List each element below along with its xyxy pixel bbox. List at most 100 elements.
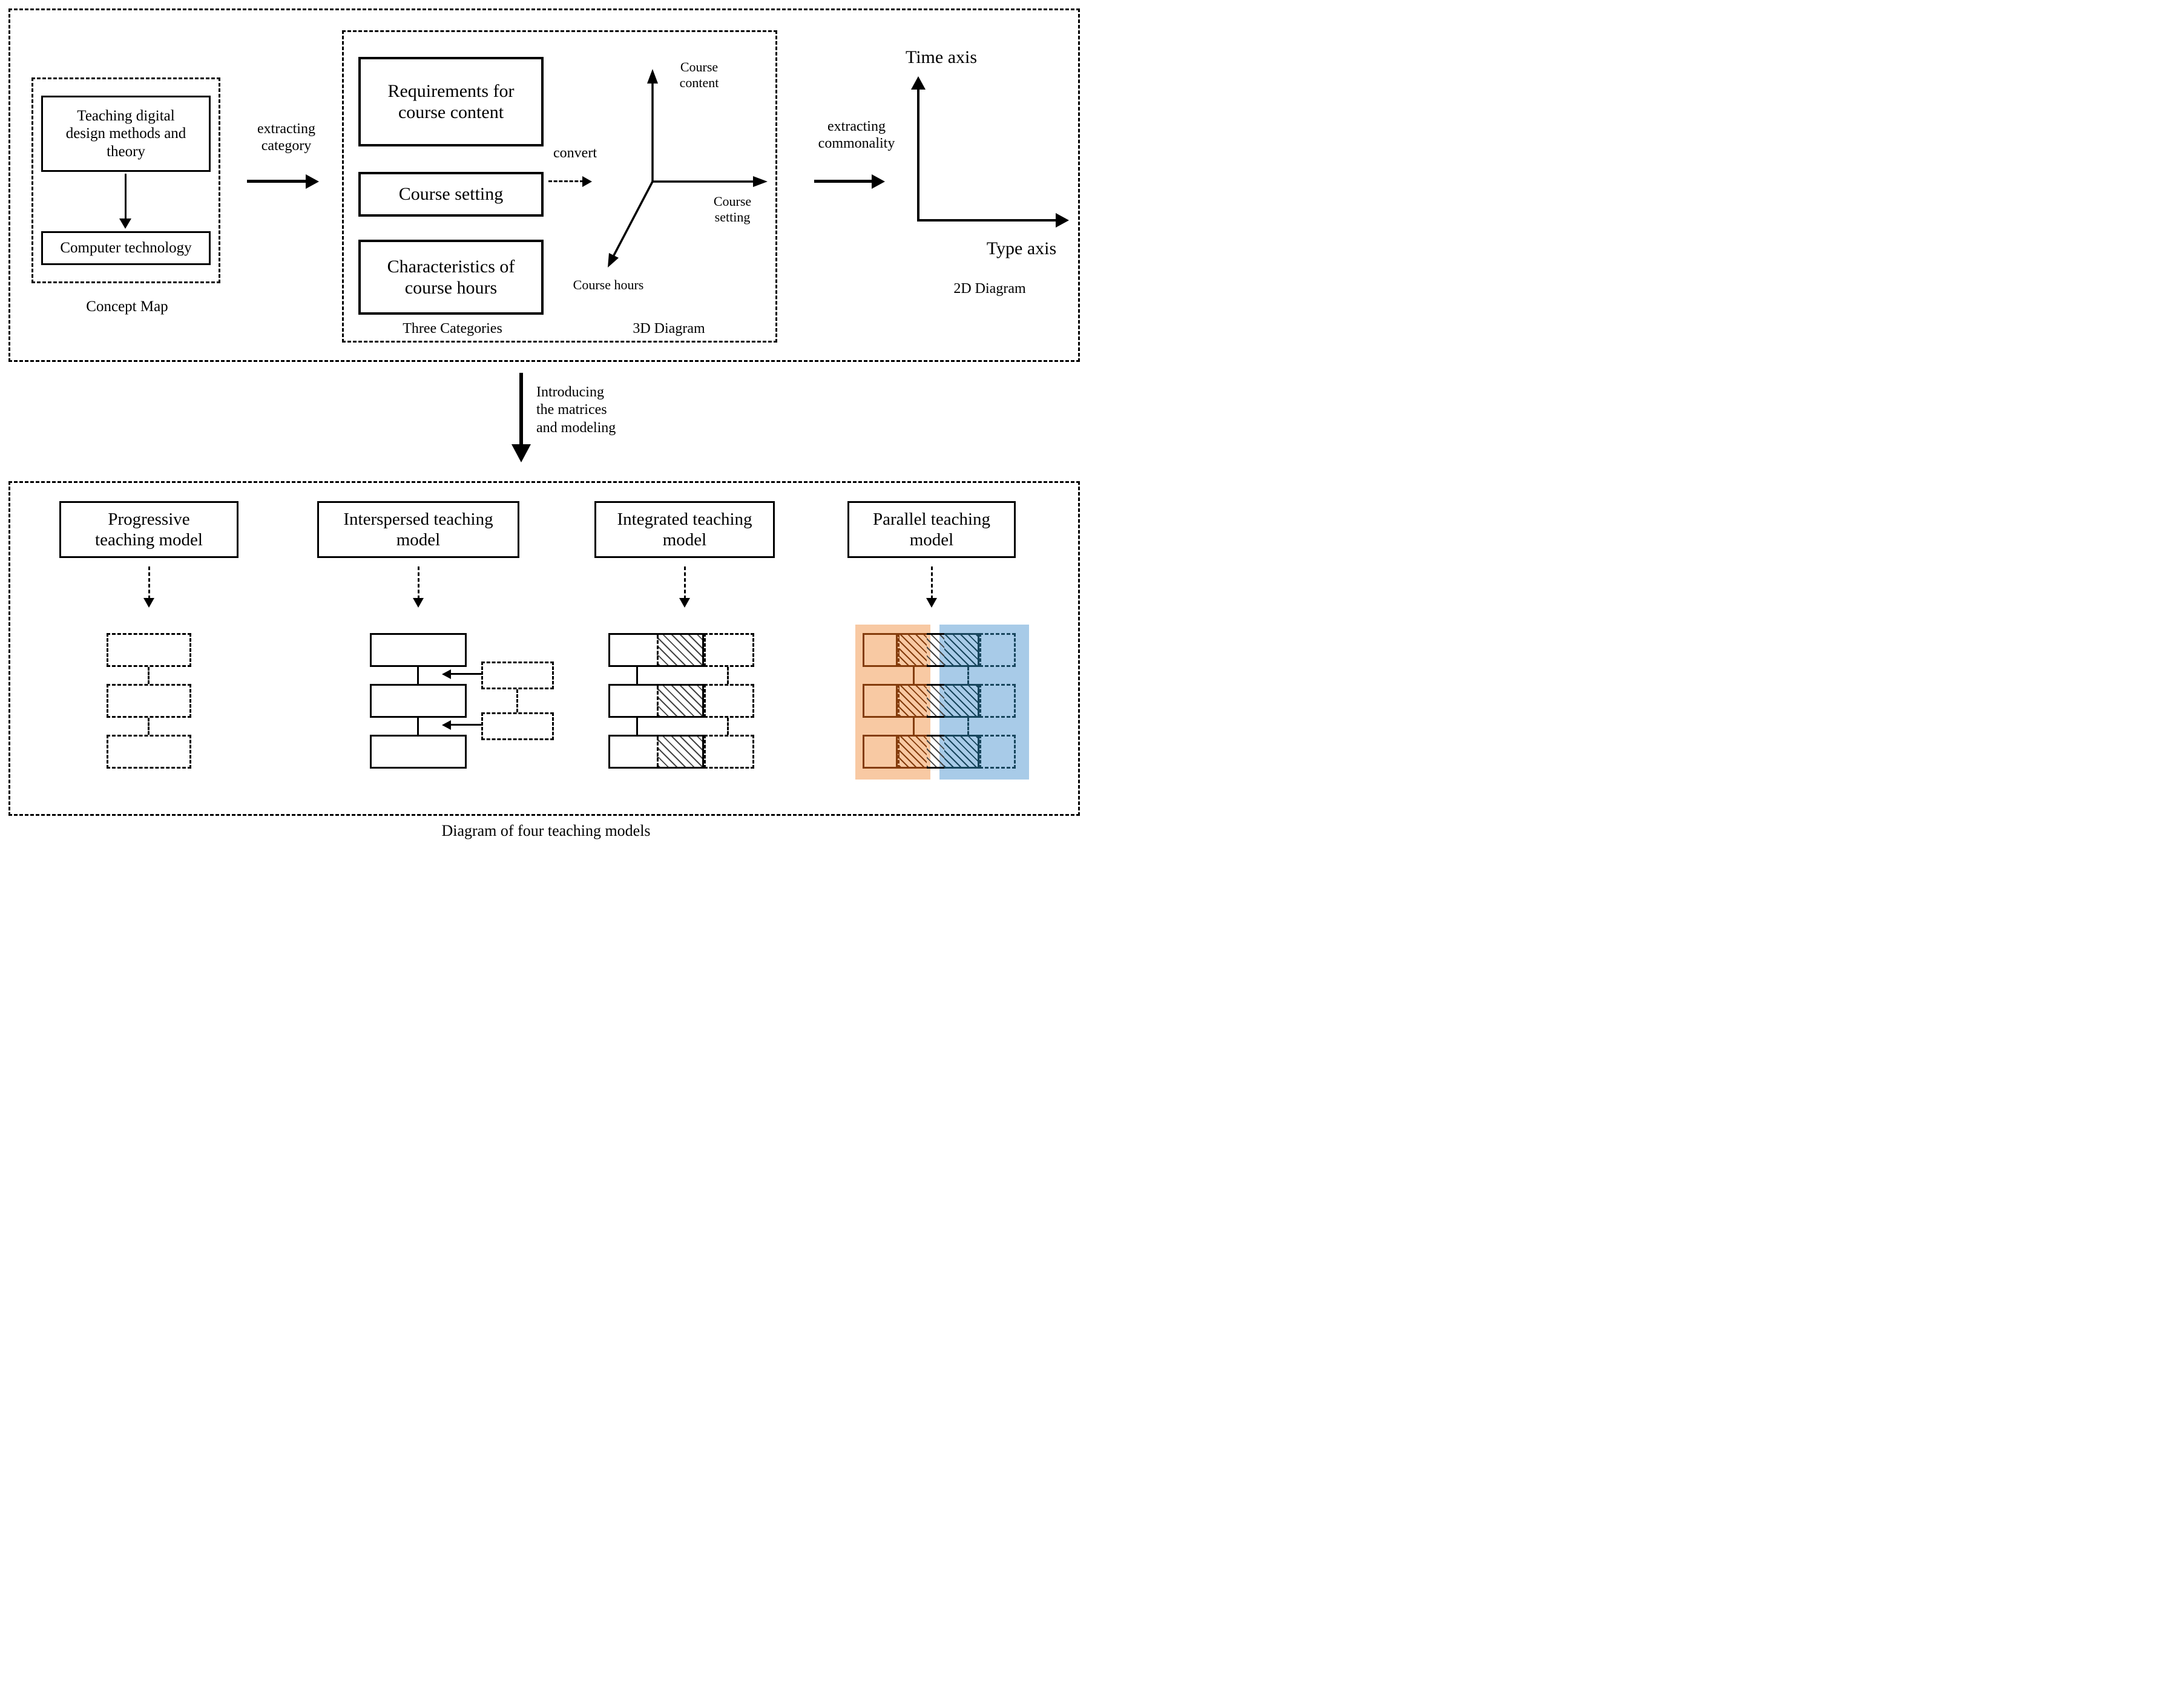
course-hours-box-label: Characteristics of course hours (387, 256, 515, 298)
convert-arrow-line (548, 180, 584, 182)
figure-canvas: Teaching digital design methods and theo… (0, 0, 1092, 847)
parallel-blue-connector (967, 718, 969, 735)
interspersed-left-arrow-line (450, 673, 481, 675)
requirements-box: Requirements for course content (358, 57, 544, 146)
interspersed-dashed-arrow-head-icon (413, 598, 424, 608)
axis-3d-up-label: Course content (679, 59, 719, 90)
parallel-mid-hatch (927, 684, 944, 718)
axis-2d-horizontal-label: Type axis (986, 238, 1057, 258)
integrated-dashed-arrow-head-icon (679, 598, 690, 608)
extract-category-arrow-head-icon (306, 174, 319, 189)
integrated-connector-dashed (727, 718, 729, 735)
concept-box-theory-label: Teaching digital design methods and theo… (65, 107, 186, 160)
progressive-step-box (107, 684, 191, 718)
integrated-dashed-arrow-line (684, 566, 686, 599)
concept-box-computer: Computer technology (41, 231, 211, 265)
extract-category-label: extracting category (257, 121, 315, 154)
parallel-brown-hatch (898, 735, 927, 769)
parallel-brown-connector (913, 718, 915, 735)
integrated-connector-solid (636, 718, 638, 735)
model-title-integrated-label: Integrated teaching model (617, 509, 752, 550)
interspersed-connector (417, 667, 419, 684)
course-setting-box: Course setting (358, 172, 544, 217)
diagram-2d-label: 2D Diagram (953, 281, 1026, 297)
progressive-connector (148, 667, 150, 684)
concept-box-computer-label: Computer technology (60, 240, 192, 257)
parallel-brown-hatch (898, 633, 927, 667)
model-title-interspersed: Interspersed teaching model (317, 501, 519, 558)
extract-commonality-arrow-line (814, 180, 873, 183)
progressive-step-box (107, 633, 191, 667)
interspersed-side-box (481, 712, 554, 740)
three-categories-frame (342, 30, 777, 343)
progressive-connector (148, 718, 150, 735)
transition-arrow-head-icon (511, 444, 531, 462)
integrated-hatch (657, 737, 702, 767)
integrated-hatch (657, 635, 702, 665)
axis-2d-vertical-line (917, 88, 919, 222)
integrated-dashed-box (704, 735, 754, 769)
concept-arrow-head-icon (119, 218, 131, 229)
parallel-blue-dashed-box (979, 684, 1016, 718)
parallel-brown-box (863, 633, 898, 667)
progressive-step-box (107, 735, 191, 769)
interspersed-side-box (481, 662, 554, 689)
progressive-dashed-arrow-head-icon (143, 598, 154, 608)
course-setting-box-label: Course setting (398, 184, 504, 205)
interspersed-side-connector (516, 689, 518, 712)
parallel-brown-hatch (898, 684, 927, 718)
parallel-mid-hatch (927, 633, 944, 667)
interspersed-main-box (370, 684, 467, 718)
interspersed-left-arrow-line (450, 724, 481, 726)
interspersed-main-box (370, 735, 467, 769)
convert-label: convert (553, 145, 597, 161)
three-categories-label: Three Categories (403, 321, 502, 337)
requirements-box-label: Requirements for course content (387, 80, 515, 122)
parallel-blue-connector (967, 667, 969, 684)
model-title-progressive-label: Progressive teaching model (95, 509, 203, 550)
interspersed-connector (417, 718, 419, 735)
axis-3d-right-label: Course setting (713, 194, 752, 225)
integrated-row-solid (608, 684, 704, 718)
model-title-progressive: Progressive teaching model (59, 501, 238, 558)
interspersed-main-box (370, 633, 467, 667)
parallel-blue-dashed-box (979, 633, 1016, 667)
model-title-integrated: Integrated teaching model (594, 501, 775, 558)
parallel-mid-hatch (927, 735, 944, 769)
bottom-outer-frame (8, 481, 1080, 816)
figure-caption: Diagram of four teaching models (441, 822, 651, 839)
integrated-row-solid (608, 633, 704, 667)
parallel-blue-hatch (944, 633, 979, 667)
progressive-dashed-arrow-line (148, 566, 150, 599)
integrated-dashed-box (704, 633, 754, 667)
extract-category-arrow-line (247, 180, 308, 183)
concept-map-label: Concept Map (86, 298, 168, 315)
concept-box-theory: Teaching digital design methods and theo… (41, 96, 211, 172)
top-outer-frame (8, 8, 1080, 362)
integrated-connector-solid (636, 667, 638, 684)
parallel-dashed-arrow-line (931, 566, 933, 599)
interspersed-left-arrow-head-icon (442, 720, 451, 730)
parallel-blue-hatch (944, 735, 979, 769)
integrated-dashed-box (704, 684, 754, 718)
concept-map-frame (31, 77, 220, 283)
axis-2d-up-head-icon (911, 76, 926, 90)
integrated-connector-dashed (727, 667, 729, 684)
model-title-parallel: Parallel teaching model (847, 501, 1016, 558)
parallel-brown-connector (913, 667, 915, 684)
axis-2d-horizontal-line (917, 219, 1057, 222)
parallel-dashed-arrow-head-icon (926, 598, 937, 608)
model-title-interspersed-label: Interspersed teaching model (343, 509, 493, 550)
interspersed-left-arrow-head-icon (442, 669, 451, 679)
interspersed-dashed-arrow-line (418, 566, 419, 599)
transition-label: Introducing the matrices and modeling (536, 384, 616, 436)
integrated-row-solid (608, 735, 704, 769)
extract-commonality-label: extracting commonality (818, 119, 895, 151)
transition-arrow-line (519, 373, 523, 447)
extract-commonality-arrow-head-icon (872, 174, 885, 189)
axis-2d-right-head-icon (1056, 213, 1069, 228)
model-title-parallel-label: Parallel teaching model (872, 509, 991, 550)
axis-2d-vertical-label: Time axis (905, 47, 978, 67)
axis-3d-diagonal-label: Course hours (573, 277, 644, 292)
parallel-brown-box (863, 684, 898, 718)
